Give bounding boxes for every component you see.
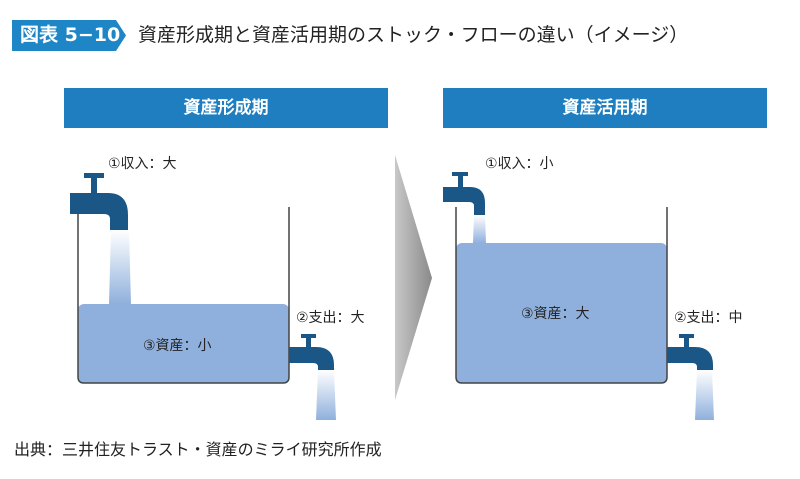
left-outflow-stream (316, 370, 336, 420)
right-water (456, 243, 667, 383)
left-assets-label: ③資産：小 (143, 338, 212, 354)
right-inflow-stream (473, 215, 486, 243)
left-water (78, 304, 289, 383)
right-income-label: ①収入：小 (485, 156, 554, 172)
left-outlet-faucet-icon (289, 334, 334, 370)
left-expense-label: ②支出：大 (296, 310, 365, 326)
left-income-label: ①収入：大 (108, 156, 177, 172)
badge-arrow-tip (116, 20, 126, 51)
left-tank-outline (77, 207, 290, 384)
transition-arrow-icon (395, 155, 432, 400)
source-note: 出典：三井住友トラスト・資産のミライ研究所作成 (14, 440, 382, 459)
right-assets-label: ③資産：大 (521, 306, 590, 322)
right-outflow-stream (695, 370, 714, 420)
left-inflow-stream (109, 230, 131, 304)
right-inlet-faucet-icon (443, 172, 485, 215)
panel-header-utilization: 資産活用期 (443, 88, 767, 128)
panel-header-accumulation: 資産形成期 (64, 88, 388, 128)
left-inlet-faucet-icon (70, 173, 128, 230)
figure-number-badge: 図表 5−10 (12, 20, 120, 51)
figure-title: 資産形成期と資産活用期のストック・フローの違い（イメージ） (138, 24, 689, 46)
right-expense-label: ②支出：中 (674, 310, 743, 326)
right-outlet-faucet-icon (667, 334, 713, 370)
right-tank-outline (455, 207, 668, 384)
